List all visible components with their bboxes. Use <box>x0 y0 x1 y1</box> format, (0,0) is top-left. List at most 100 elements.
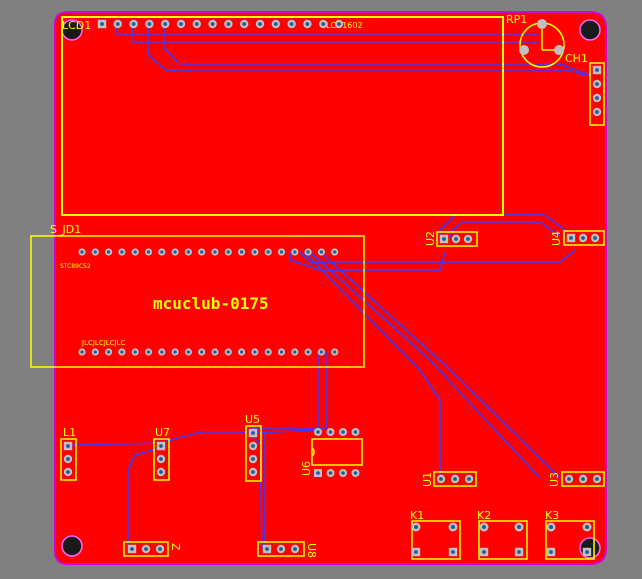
k1-pins <box>411 522 458 557</box>
mcu-ref-label: S_JD1 <box>50 223 81 236</box>
u4-ref-label: U4 <box>550 231 563 246</box>
mcu-top-label: STC89C52 <box>60 263 91 270</box>
u2-ref-label: U2 <box>424 231 437 246</box>
lcd-ref-label: LCD1 <box>62 19 91 32</box>
k2-pins <box>479 522 524 557</box>
u1-pad-3-hole <box>467 477 471 481</box>
u6-bottom-pad-3-hole <box>341 471 345 475</box>
u3-pad-1-hole <box>567 477 571 481</box>
u2-pad-2-hole <box>454 237 458 241</box>
lcd-pad-12-hole <box>273 22 278 26</box>
lcd-pad-11-hole <box>258 22 262 26</box>
u6-pad-3-hole <box>341 430 345 434</box>
rp1-pad-1 <box>537 19 547 29</box>
mcu-top-pad-5-hole <box>133 250 137 254</box>
u7-outline <box>153 438 170 481</box>
u2-pad-1-hole <box>442 237 446 241</box>
lcd-part-label: LCD1602 <box>326 21 363 30</box>
u4-pad-1-hole <box>569 236 573 240</box>
rp1-ref-label: RP1 <box>506 13 527 26</box>
mcu-bottom-pad-14-hole <box>253 350 257 354</box>
z-ref-label: Z <box>169 543 182 551</box>
k1-pad-4-hole <box>451 550 455 554</box>
mcu-bottom-pad-9-hole <box>186 350 191 354</box>
board-title: mcuclub-0175 <box>153 294 269 313</box>
k1-pad-3-hole <box>414 550 418 554</box>
ch1-pad-3-hole <box>595 96 599 100</box>
u3-pad-2-hole <box>581 477 585 481</box>
u1-outline <box>433 471 477 487</box>
mcu-bottom-pad-12-hole <box>226 350 230 354</box>
mcu-top-pad-14-hole <box>253 250 257 254</box>
mcu-bottom-pad-3-hole <box>106 350 111 354</box>
u1-pins <box>436 474 474 484</box>
k1-pad-1-hole <box>413 524 419 530</box>
u5-pad-3-hole <box>251 457 255 461</box>
mcu-bottom-pad-16-hole <box>279 350 284 354</box>
u5-pad-2-hole <box>251 444 255 448</box>
u4-pad-2-hole <box>581 236 585 240</box>
ch1-ref-label: CH1 <box>565 52 588 65</box>
mcu-bottom-pad-4-hole <box>120 350 124 354</box>
mcu-bottom-pad-15-hole <box>266 350 270 354</box>
lcd-pad-1-hole <box>100 22 104 26</box>
mcu-bottom-pad-18-hole <box>306 350 310 354</box>
mcu-top-pad-9-hole <box>186 250 191 254</box>
k3-pad-3-hole <box>549 550 553 554</box>
lcd-pad-13-hole <box>289 22 294 26</box>
u6-pad-1-hole <box>316 430 320 434</box>
ch1-outline <box>589 62 605 126</box>
u5-pad-4-hole <box>251 470 255 474</box>
mounting-hole-top-right <box>579 19 601 41</box>
u4-outline <box>563 230 605 246</box>
k1-ref-label: K1 <box>410 509 424 522</box>
lcd-pad-8-hole <box>210 22 215 26</box>
u5-pad-1-hole <box>251 431 255 435</box>
z-pins <box>127 544 165 554</box>
u6-pins <box>314 428 360 477</box>
u6-bottom-pad-1-hole <box>316 471 320 475</box>
mcu-bottom-pad-2-hole <box>93 350 97 354</box>
l1-header <box>63 441 73 477</box>
u2-pad-3-hole <box>466 237 470 241</box>
k2-pad-3-hole <box>482 550 486 554</box>
mounting-hole-bottom-left <box>61 535 83 557</box>
lcd-outline <box>61 16 504 216</box>
l1-pad-3-hole <box>66 470 70 474</box>
z-pad-2-hole <box>144 547 148 551</box>
u2-outline <box>436 231 478 247</box>
ch1-pad-2-hole <box>595 82 599 86</box>
u3-pins <box>564 474 602 484</box>
mcu-pins <box>78 248 339 356</box>
u8-outline <box>257 541 305 557</box>
mcu-bottom-label: JLCJLCJLCJLC <box>81 339 126 347</box>
z-pad-1-hole <box>130 547 134 551</box>
u8-pins <box>262 544 300 554</box>
ch1-pad-1-hole <box>595 68 599 72</box>
k3-pins <box>546 522 592 557</box>
l1-pad-1-hole <box>66 444 70 448</box>
u6-bottom-pad-2-hole <box>328 471 333 475</box>
u7-pad-2-hole <box>159 457 163 461</box>
mcu-top-pad-1-hole <box>80 250 84 254</box>
k2-pad-2-hole <box>516 524 522 530</box>
lcd-pad-5-hole <box>163 22 168 26</box>
lcd-pad-4-hole <box>147 22 152 26</box>
mcu-top-pad-18-hole <box>306 250 310 254</box>
u6-bottom-pad-4-hole <box>353 471 358 475</box>
u5-outline <box>245 425 262 482</box>
lcd-header <box>97 19 344 29</box>
u4-pins <box>566 233 600 243</box>
mcu-top-pad-2-hole <box>93 250 97 254</box>
mcu-bottom-pad-11-hole <box>213 350 217 354</box>
mcu-top-pad-17-hole <box>293 250 297 254</box>
z-outline <box>123 541 169 557</box>
u8-ref-label: U8 <box>305 543 318 558</box>
mcu-bottom-pad-19-hole <box>319 350 324 354</box>
mcu-bottom-pad-1-hole <box>80 350 84 354</box>
lcd-pad-14-hole <box>305 22 310 26</box>
u6-ref-label: U6 <box>300 461 313 476</box>
k2-pad-4-hole <box>517 550 521 554</box>
rp1-pad-2 <box>519 45 529 55</box>
